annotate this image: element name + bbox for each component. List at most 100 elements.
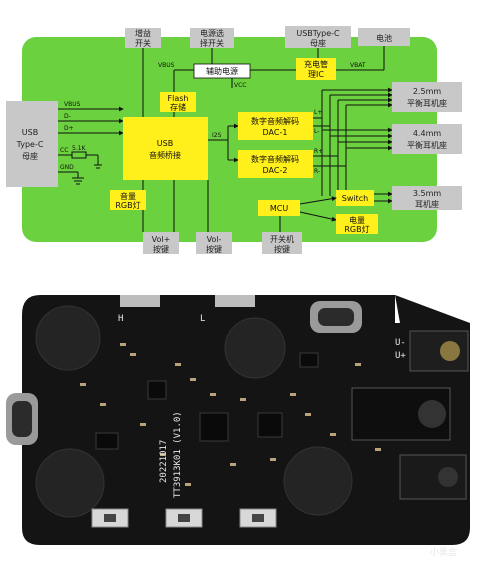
svg-text:择开关: 择开关	[200, 38, 224, 48]
svg-text:DAC-1: DAC-1	[263, 128, 288, 137]
svg-text:RGB灯: RGB灯	[344, 224, 369, 234]
svg-text:数字音频解码: 数字音频解码	[251, 116, 299, 126]
flash-block: Flash 存储	[160, 92, 196, 112]
power-key-box: 开关机 按键	[262, 232, 302, 254]
silkscreen-date: 20221017	[159, 440, 169, 483]
signal-vcc: VCC	[234, 82, 246, 89]
svg-text:母座: 母座	[22, 151, 38, 161]
output-bus	[313, 87, 393, 204]
svg-text:存储: 存储	[170, 102, 186, 112]
power-select-switch-box: 电源选 择开关	[190, 28, 234, 48]
pad-label-uminus: U-	[395, 338, 406, 348]
volume-led-block: 音量 RGB灯	[110, 190, 146, 210]
svg-text:电量: 电量	[349, 215, 365, 225]
jack-44mm	[351, 387, 451, 441]
signal-vbat: VBAT	[350, 62, 366, 69]
slide-switches	[120, 295, 255, 307]
battery-box: 电池	[358, 28, 410, 46]
svg-text:开关机: 开关机	[270, 234, 294, 244]
svg-text:按键: 按键	[153, 244, 169, 254]
svg-text:充电管: 充电管	[304, 59, 328, 69]
watermark: 小黑盒	[430, 546, 457, 558]
tactile-button-centers	[104, 514, 264, 522]
pin-dminus: D-	[64, 113, 71, 120]
battery-led-block: 电量 RGB灯	[336, 214, 378, 234]
top-connections	[142, 46, 385, 232]
svg-text:理IC: 理IC	[308, 70, 324, 79]
vol-plus-box: Vol+ 按键	[143, 232, 179, 254]
svg-text:按键: 按键	[206, 244, 222, 254]
ic-chips	[95, 352, 319, 450]
svg-text:USB: USB	[22, 128, 38, 137]
pad-label-uplus: U+	[395, 351, 406, 361]
usb-typec-top-box: USBType-C 母座	[285, 26, 351, 48]
pin-dplus: D+	[64, 125, 74, 132]
output-44mm-box: 4.4mm 平衡耳机座	[392, 124, 462, 154]
signal-r-minus: R-	[314, 168, 320, 175]
svg-text:Type-C: Type-C	[16, 140, 44, 149]
i2s-lines	[208, 123, 239, 163]
jack-25mm	[409, 330, 469, 372]
signal-i2s: I2S	[212, 132, 222, 139]
svg-text:电池: 电池	[376, 33, 392, 43]
svg-text:平衡耳机座: 平衡耳机座	[407, 140, 447, 150]
svg-text:Flash: Flash	[168, 94, 189, 103]
aux-power-block: 辅助电源	[193, 63, 251, 79]
svg-text:电源选: 电源选	[200, 28, 224, 38]
svg-text:MCU: MCU	[270, 204, 288, 213]
tactile-buttons	[91, 508, 277, 528]
pcb-photo: 20221017 TT3913K01 (V1.0) H L U- U+ 小黑盒	[0, 283, 485, 562]
svg-text:Switch: Switch	[342, 194, 368, 203]
pin-vbus: VBUS	[64, 101, 81, 108]
jack-35mm	[399, 454, 467, 500]
svg-text:4.4mm: 4.4mm	[413, 129, 442, 138]
usb-pin-lines	[58, 106, 124, 185]
pad-label-l: L	[200, 314, 205, 324]
svg-text:音频桥接: 音频桥接	[149, 150, 181, 160]
svg-text:DAC-2: DAC-2	[263, 166, 288, 175]
usb-bridge-block: USB 音频桥接	[123, 117, 208, 180]
charge-ic-block: 充电管 理IC	[296, 58, 336, 80]
gain-switch-box: 增益 开关	[125, 28, 161, 48]
mcu-block: MCU	[258, 200, 300, 216]
svg-text:Vol-: Vol-	[207, 235, 222, 244]
svg-text:耳机座: 耳机座	[415, 199, 439, 209]
signal-l-minus: L-	[314, 128, 319, 135]
signal-r-plus: R+	[314, 148, 323, 155]
mcu-lines	[299, 196, 337, 222]
usb-c-port-left	[6, 393, 38, 445]
pcb-board	[22, 295, 470, 545]
block-diagram: 增益 开关 电源选 择开关 USBType-C 母座 电池 USB Type-C…	[6, 26, 462, 254]
usb-c-port-top	[310, 301, 362, 333]
left-usb-port-box: USB Type-C 母座	[6, 101, 58, 187]
svg-text:Vol+: Vol+	[152, 235, 171, 244]
svg-text:辅助电源: 辅助电源	[206, 66, 238, 76]
silkscreen-id: TT3913K01 (V1.0)	[173, 411, 183, 498]
svg-text:数字音频解码: 数字音频解码	[251, 154, 299, 164]
svg-text:母座: 母座	[310, 38, 326, 48]
pin-resistor: 5.1K	[72, 145, 87, 152]
svg-text:2.5mm: 2.5mm	[413, 87, 442, 96]
svg-text:USBType-C: USBType-C	[296, 29, 340, 38]
vol-minus-box: Vol- 按键	[196, 232, 232, 254]
signal-vbus-top: VBUS	[158, 62, 175, 69]
svg-text:USB: USB	[157, 139, 173, 148]
pad-label-h: H	[118, 314, 123, 324]
output-25mm-box: 2.5mm 平衡耳机座	[392, 82, 462, 112]
svg-text:按键: 按键	[274, 244, 290, 254]
dac1-block: 数字音频解码 DAC-1	[238, 112, 313, 140]
svg-text:开关: 开关	[135, 38, 151, 48]
svg-text:平衡耳机座: 平衡耳机座	[407, 98, 447, 108]
pin-cc: CC	[60, 147, 68, 154]
smd-components	[80, 343, 381, 486]
pin-gnd: GND	[60, 164, 74, 171]
mounting-pads	[35, 305, 353, 518]
dac2-block: 数字音频解码 DAC-2	[238, 150, 313, 178]
svg-text:增益: 增益	[135, 28, 151, 38]
svg-text:3.5mm: 3.5mm	[413, 189, 442, 198]
signal-l-plus: L+	[314, 109, 322, 116]
svg-text:音量: 音量	[120, 191, 136, 201]
svg-text:RGB灯: RGB灯	[115, 200, 140, 210]
switch-block: Switch	[336, 190, 374, 206]
output-35mm-box: 3.5mm 耳机座	[392, 186, 462, 210]
